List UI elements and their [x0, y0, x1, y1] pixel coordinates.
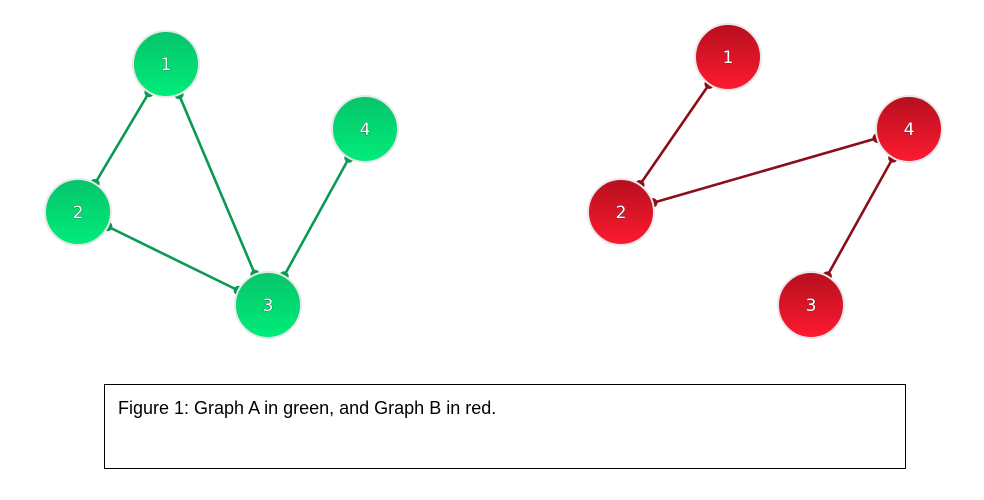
- node-3[interactable]: 3: [777, 271, 845, 339]
- node-4[interactable]: 4: [875, 95, 943, 163]
- node-circle: [331, 95, 399, 163]
- node-label: 2: [73, 203, 84, 223]
- node-circle: [777, 271, 845, 339]
- node-2[interactable]: 2: [587, 178, 655, 246]
- node-label: 3: [263, 296, 274, 316]
- node-3[interactable]: 3: [234, 271, 302, 339]
- node-circle: [234, 271, 302, 339]
- node-circle: [694, 23, 762, 91]
- graphs-canvas: 1 2 3 4 1 2 3 4: [44, 23, 943, 339]
- figure-caption-box: Figure 1: Graph A in green, and Graph B …: [104, 384, 906, 469]
- node-label: 1: [723, 48, 734, 68]
- node-1[interactable]: 1: [694, 23, 762, 91]
- edge-1-3: [177, 93, 257, 276]
- node-label: 3: [806, 296, 817, 316]
- node-4[interactable]: 4: [331, 95, 399, 163]
- edge-1-2: [638, 83, 711, 186]
- node-circle: [587, 178, 655, 246]
- node-label: 4: [904, 120, 915, 140]
- graph-a: 1 2 3 4: [44, 30, 399, 339]
- node-label: 4: [360, 120, 371, 140]
- figure-caption: Figure 1: Graph A in green, and Graph B …: [118, 398, 497, 418]
- node-label: 2: [616, 203, 627, 223]
- edge-4-3: [825, 157, 895, 277]
- node-1[interactable]: 1: [132, 30, 200, 98]
- node-2[interactable]: 2: [44, 178, 112, 246]
- edge-1-2: [93, 91, 151, 185]
- node-circle: [44, 178, 112, 246]
- node-label: 1: [161, 55, 172, 75]
- node-circle: [132, 30, 200, 98]
- edge-2-3: [107, 225, 239, 292]
- graph-b: 1 2 3 4: [587, 23, 943, 339]
- edge-4-2: [652, 136, 878, 205]
- edge-4-3: [282, 157, 351, 277]
- node-circle: [875, 95, 943, 163]
